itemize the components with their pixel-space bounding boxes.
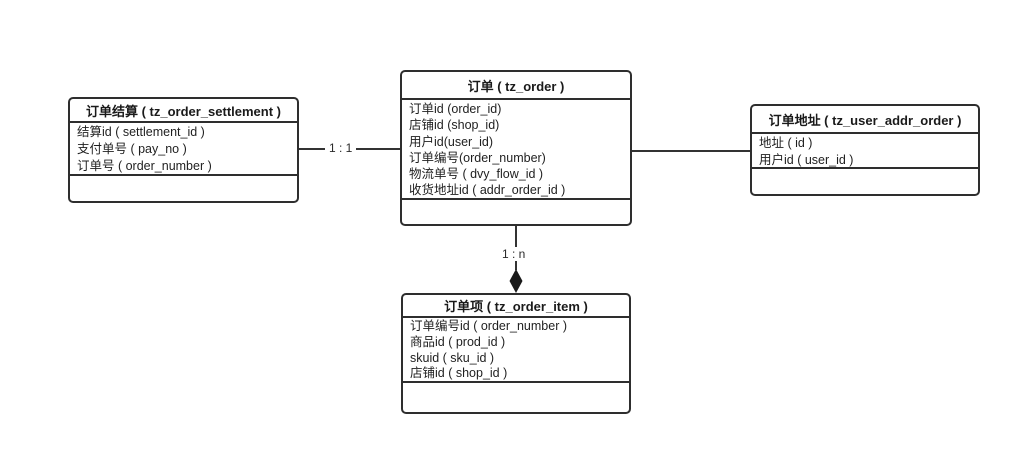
connector-order-to-addr [632,150,750,152]
entity-field: 地址 ( id ) [759,136,813,150]
composition-diamond-icon [509,269,523,293]
entity-field-list: 地址 ( id ) 用户id ( user_id ) [752,134,978,169]
entity-field: 店铺id ( shop_id ) [410,366,508,381]
entity-title: 订单 ( tz_order ) [402,72,630,100]
entity-field: 用户id ( user_id ) [759,152,854,167]
entity-field: 商品id ( prod_id ) [410,334,506,349]
entity-empty-section [403,383,629,412]
entity-field: 订单编号id ( order_number ) [410,319,567,333]
entity-field: 用户id(user_id) [409,134,494,149]
entity-order: 订单 ( tz_order ) 订单id (order_id) 店铺id (sh… [400,70,632,226]
entity-order-item: 订单项 ( tz_order_item ) 订单编号id ( order_num… [401,293,631,414]
entity-title: 订单结算 ( tz_order_settlement ) [70,99,297,123]
entity-field-list: 订单编号id ( order_number ) 商品id ( prod_id )… [403,318,629,383]
entity-field-list: 订单id (order_id) 店铺id (shop_id) 用户id(user… [402,100,630,200]
entity-order-settlement: 订单结算 ( tz_order_settlement ) 结算id ( sett… [68,97,299,203]
entity-empty-section [752,169,978,194]
entity-title: 订单项 ( tz_order_item ) [403,295,629,318]
entity-field-list: 结算id ( settlement_id ) 支付单号 ( pay_no ) 订… [70,123,297,176]
entity-field: skuid ( sku_id ) [410,350,495,365]
entity-field: 订单号 ( order_number ) [77,159,212,173]
entity-user-addr-order: 订单地址 ( tz_user_addr_order ) 地址 ( id ) 用户… [750,104,980,196]
entity-field: 支付单号 ( pay_no ) [77,142,187,156]
entity-field: 物流单号 ( dvy_flow_id ) [409,167,544,182]
entity-empty-section [70,176,297,201]
entity-field: 结算id ( settlement_id ) [77,125,205,139]
entity-empty-section [402,200,630,224]
entity-field: 订单编号(order_number) [409,150,546,165]
relation-label-one-to-many: 1 : n [498,247,530,261]
relation-label-one-to-one: 1 : 1 [325,141,357,155]
entity-title: 订单地址 ( tz_user_addr_order ) [752,106,978,134]
entity-field: 订单id (order_id) [409,102,502,116]
entity-field: 收货地址id ( addr_order_id ) [409,183,566,198]
entity-field: 店铺id (shop_id) [409,118,500,133]
